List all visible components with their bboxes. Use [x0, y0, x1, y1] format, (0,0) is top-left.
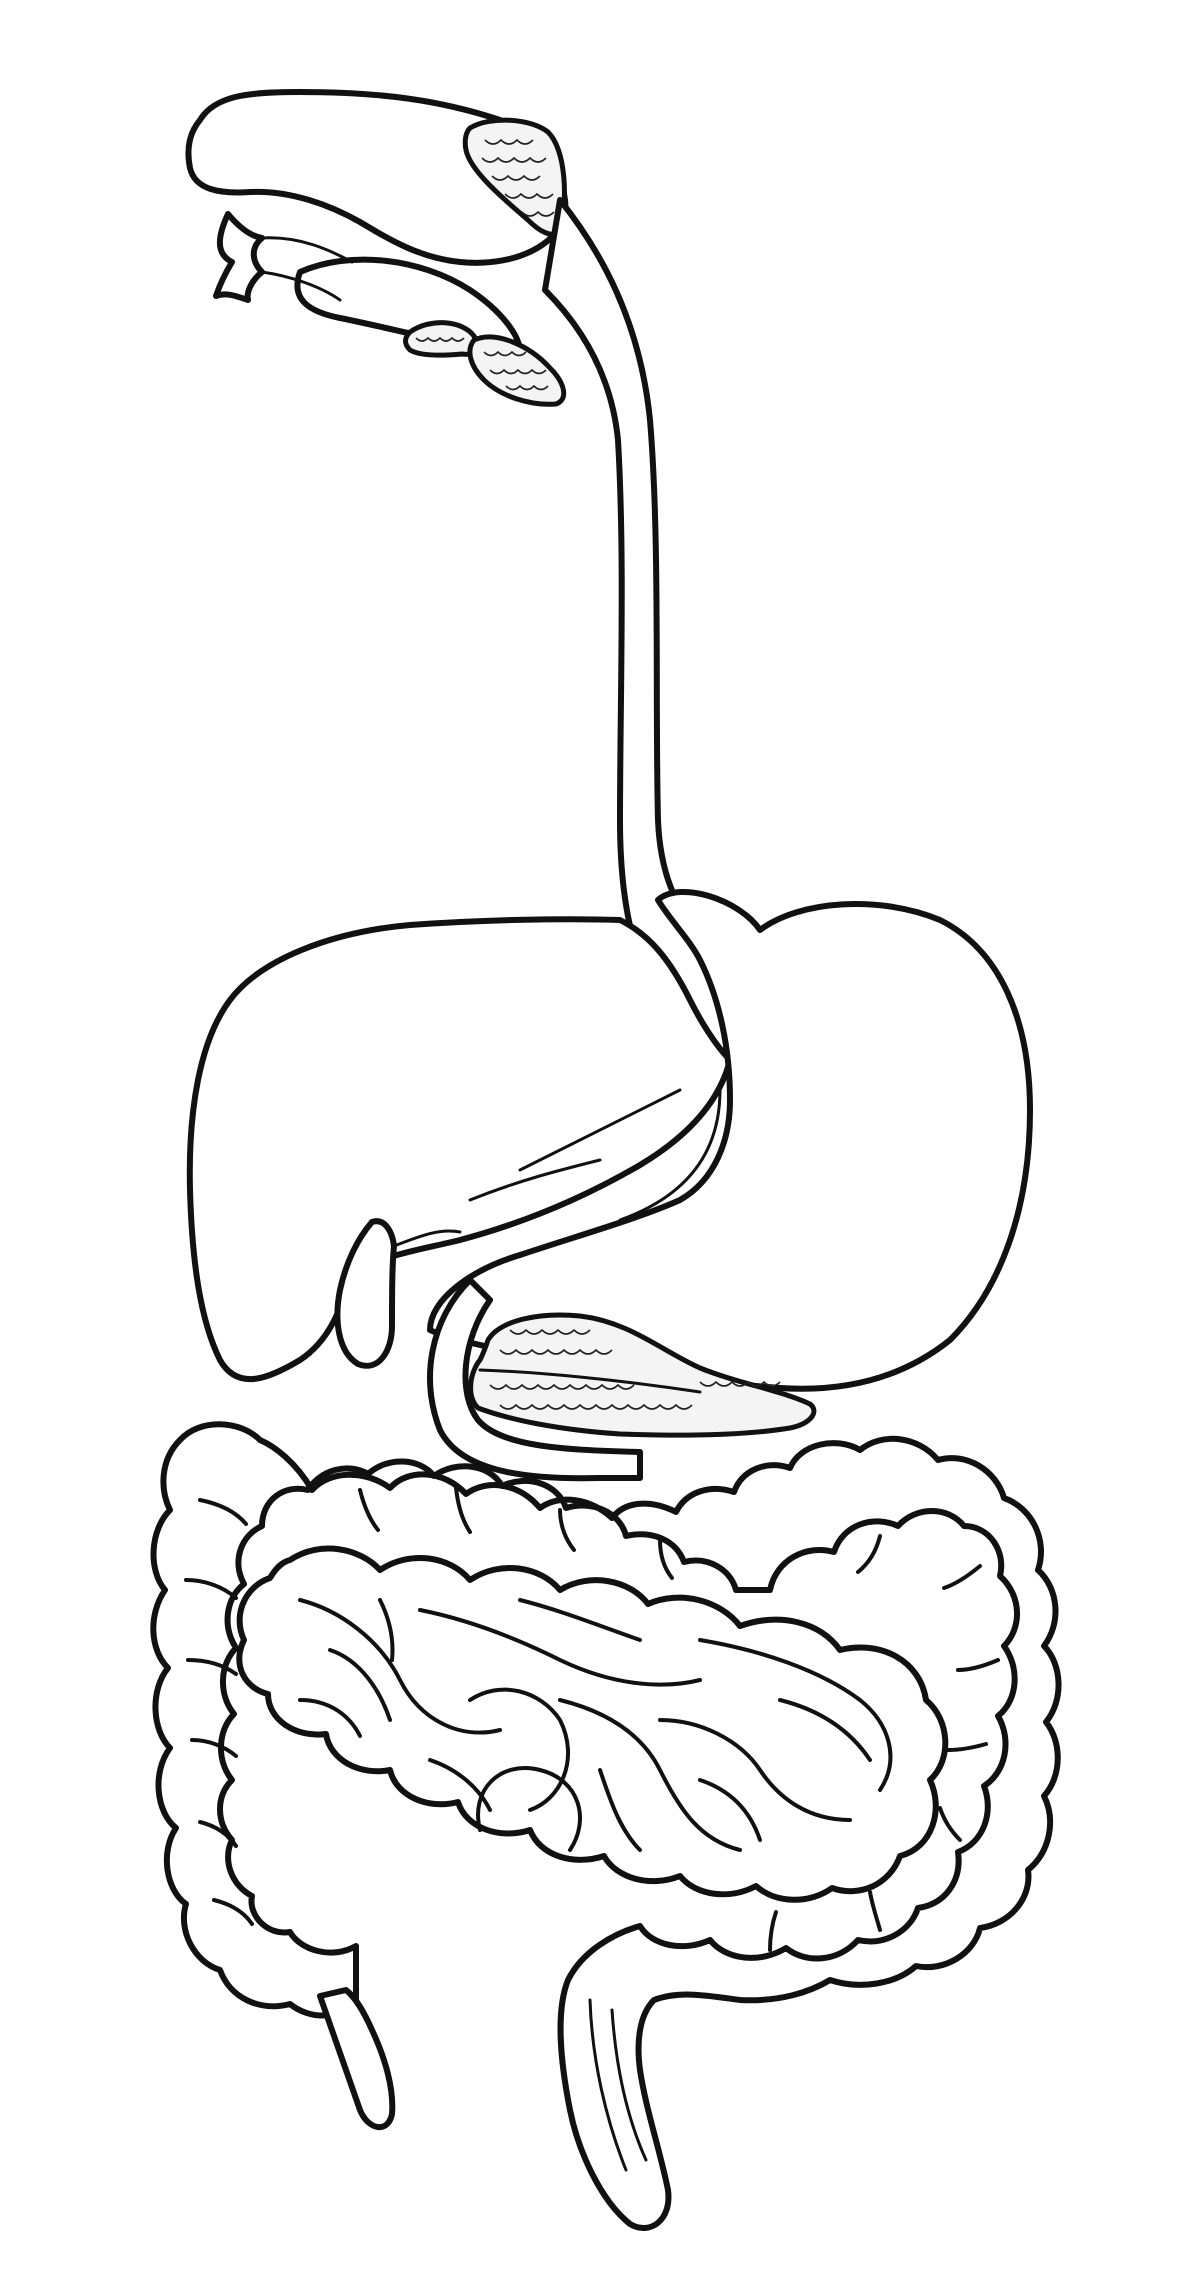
appendix	[317, 1987, 396, 2130]
submandibular-gland	[467, 334, 567, 407]
rectum	[588, 1998, 648, 2172]
gallbladder	[334, 1218, 462, 1369]
sublingual-gland	[403, 320, 479, 358]
large-intestine	[150, 1421, 1062, 2231]
duodenum	[427, 1277, 643, 1482]
pancreas	[468, 1312, 817, 1438]
small-intestine	[236, 1545, 949, 1903]
liver	[186, 916, 733, 1383]
